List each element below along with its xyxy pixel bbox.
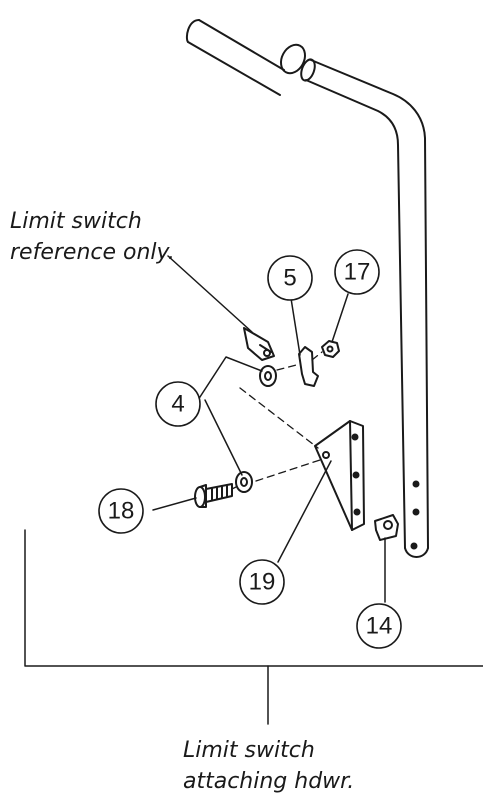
washer-lower — [235, 471, 253, 493]
callout-label-18: 18 — [108, 498, 135, 525]
reference-caption: Limit switch reference only. — [10, 206, 175, 268]
upright-tube — [300, 58, 429, 558]
attaching-hardware-caption: Limit switch attaching hdwr. — [183, 735, 354, 797]
reference-caption-line-2: reference only. — [10, 240, 175, 265]
leader-lines — [24, 255, 483, 725]
callout-balloon-17 — [334, 249, 380, 295]
reference-caption-line-1: Limit switch — [10, 209, 142, 234]
callout-balloon-5 — [267, 255, 313, 301]
assembly-centerlines — [231, 351, 323, 490]
switch-lever — [298, 346, 319, 387]
callout-balloon-4 — [155, 381, 201, 427]
callout-balloon-14 — [356, 603, 402, 649]
callout-balloon-18 — [98, 488, 144, 534]
bolt-part — [194, 483, 233, 508]
handle-grip-tube — [185, 19, 306, 96]
callout-label-4: 4 — [171, 391, 184, 418]
callout-label-19: 19 — [249, 569, 276, 596]
hex-nut — [321, 340, 340, 358]
callout-label-14: 14 — [366, 613, 393, 640]
limit-switch-body — [243, 327, 275, 361]
attaching-caption-line-2: attaching hdwr. — [183, 769, 355, 794]
clamp-part — [374, 514, 399, 541]
callout-label-17: 17 — [344, 259, 371, 286]
callout-balloon-19 — [239, 559, 285, 605]
callout-label-5: 5 — [283, 265, 296, 292]
attaching-caption-line-1: Limit switch — [183, 738, 315, 763]
washer-upper — [259, 365, 277, 387]
mounting-bracket — [314, 420, 365, 531]
